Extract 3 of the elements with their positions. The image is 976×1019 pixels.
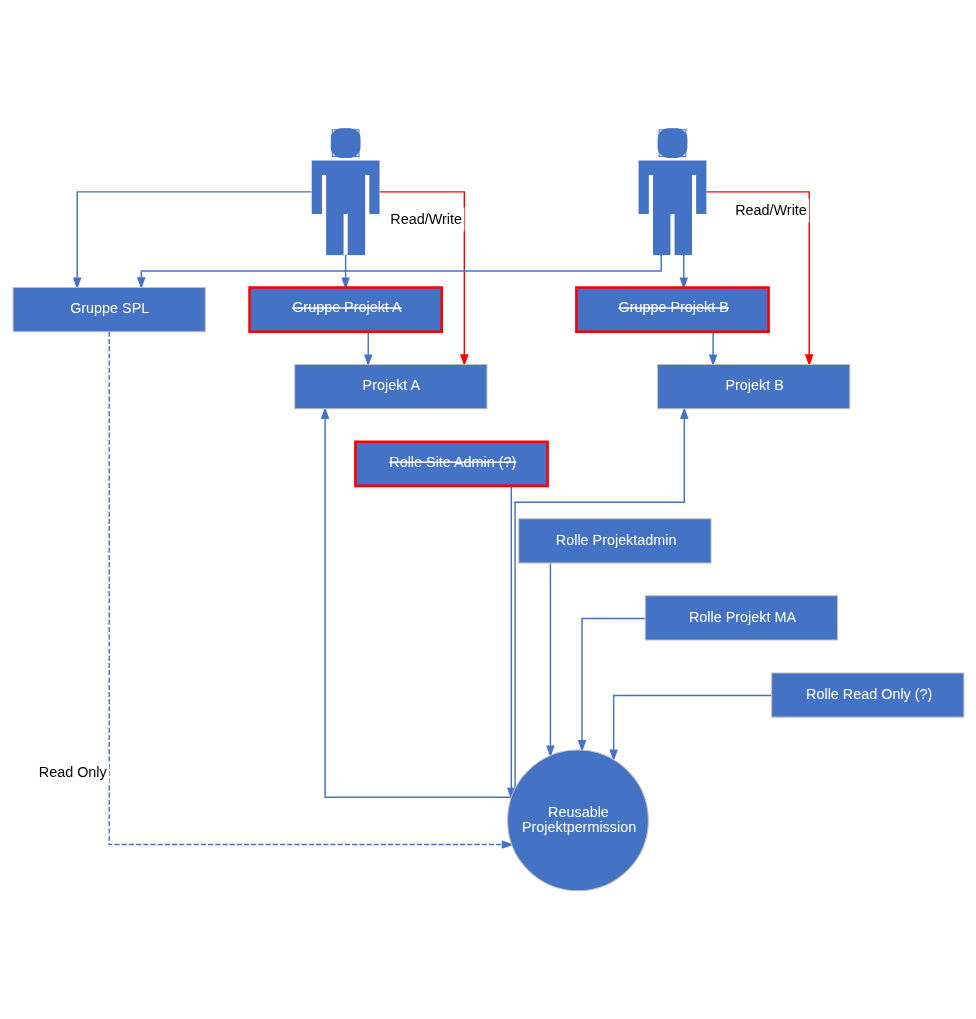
- edge-label: Read/Write: [389, 210, 462, 227]
- edge-label: Read Only: [38, 764, 107, 781]
- edge-label: Read/Write: [734, 201, 807, 218]
